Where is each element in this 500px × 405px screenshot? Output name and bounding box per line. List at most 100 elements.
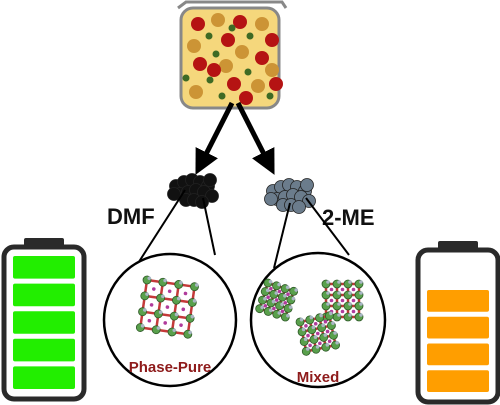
- beaker-rim: [177, 0, 288, 10]
- lattice-atom: [359, 313, 363, 317]
- particle: [191, 17, 205, 31]
- battery-bar: [13, 366, 75, 389]
- lattice-atom: [337, 302, 341, 306]
- battery-bar: [427, 316, 489, 339]
- lattice-atom: [149, 303, 154, 307]
- lattice-atom: [181, 307, 186, 312]
- particle: [219, 59, 233, 73]
- nanoparticle: [264, 192, 278, 206]
- battery-bar: [13, 283, 75, 307]
- lattice-atom: [351, 298, 356, 303]
- lattice-atom: [285, 285, 290, 290]
- lattice-atom: [348, 291, 352, 295]
- battery-bar: [13, 338, 75, 362]
- 2me-label: 2-ME: [322, 205, 375, 230]
- nanoparticle: [292, 200, 306, 214]
- particle: [235, 45, 249, 59]
- lattice-atom: [291, 296, 296, 301]
- crystal-structure-phase-pure: [135, 275, 199, 339]
- lattice-atom: [325, 329, 330, 334]
- battery-partial: [415, 241, 500, 405]
- lattice-atom: [183, 291, 188, 296]
- particle: [221, 33, 235, 47]
- lattice-atom: [294, 288, 298, 292]
- lattice-atom: [274, 291, 279, 295]
- lattice-atom: [331, 321, 335, 325]
- lattice-atom: [140, 324, 145, 328]
- lattice-atom: [359, 291, 363, 295]
- lattice-atom: [335, 340, 339, 345]
- particle: [251, 79, 265, 93]
- battery-bar: [427, 370, 489, 392]
- particle: [255, 17, 269, 31]
- lattice-atom: [309, 315, 314, 320]
- lattice-atom: [277, 289, 282, 294]
- lattice-atom: [313, 335, 318, 339]
- lattice-atom: [158, 310, 163, 315]
- particle: [206, 76, 214, 84]
- lattice-atom: [145, 292, 149, 296]
- lattice-atom: [327, 339, 332, 344]
- lattice-atom: [167, 289, 172, 294]
- crystal-lattice: [295, 311, 340, 356]
- particle: [207, 63, 221, 77]
- lattice-atom: [348, 280, 352, 284]
- battery-full: [1, 238, 87, 402]
- dmf-cluster: [167, 173, 219, 209]
- particle: [244, 68, 252, 76]
- lattice-atom: [283, 294, 287, 298]
- particle: [269, 77, 283, 91]
- lattice-atom: [147, 276, 152, 281]
- lattice-atom: [351, 309, 356, 314]
- nanoparticle: [203, 173, 217, 187]
- dmf-label: DMF: [107, 204, 155, 229]
- particle: [211, 13, 225, 27]
- lattice-atom: [351, 287, 356, 292]
- lattice-atom: [286, 313, 290, 318]
- lattice-atom: [359, 302, 363, 306]
- lattice-atom: [340, 298, 345, 303]
- particle: [205, 32, 213, 40]
- battery-bar: [427, 343, 489, 366]
- lattice-atom: [329, 298, 334, 303]
- lattice-atom: [176, 296, 181, 301]
- battery-bar: [13, 311, 75, 334]
- crystal-lattice: [135, 275, 199, 339]
- lattice-atom: [333, 331, 337, 335]
- arrow-to-dmf: [195, 101, 235, 175]
- nanoparticle: [300, 178, 314, 192]
- lattice-atom: [340, 287, 345, 292]
- lattice-atom: [337, 291, 341, 295]
- lattice-atom: [305, 347, 310, 351]
- lattice-atom: [348, 302, 352, 306]
- particle: [187, 39, 201, 53]
- lattice-atom: [277, 282, 281, 287]
- lattice-atom: [179, 280, 183, 285]
- phase-pure-circle: [102, 252, 238, 388]
- lattice-atom: [161, 294, 165, 299]
- crystal-structures-mixed: [255, 278, 364, 356]
- lattice-atom: [323, 319, 328, 324]
- nanoparticle: [195, 195, 209, 209]
- lattice-atom: [271, 299, 276, 304]
- lattice-atom: [163, 321, 167, 325]
- lattice-atom: [318, 341, 322, 346]
- particle: [218, 92, 226, 100]
- lattice-atom: [308, 343, 312, 348]
- precursor-particles: [182, 13, 283, 105]
- lattice-atom: [172, 328, 177, 333]
- mixed-label: Mixed: [297, 369, 340, 386]
- lattice-atom: [280, 302, 284, 307]
- lattice-atom: [268, 279, 273, 284]
- lattice-atom: [263, 297, 267, 301]
- lattice-atom: [165, 305, 170, 309]
- particle: [265, 33, 279, 47]
- lattice-atom: [283, 300, 288, 305]
- lattice-atom: [306, 333, 310, 338]
- lattice-atom: [299, 317, 304, 322]
- lattice-atom: [301, 327, 306, 332]
- crystal-lattice: [255, 278, 299, 322]
- lattice-atom: [323, 333, 328, 337]
- lattice-atom: [325, 343, 330, 347]
